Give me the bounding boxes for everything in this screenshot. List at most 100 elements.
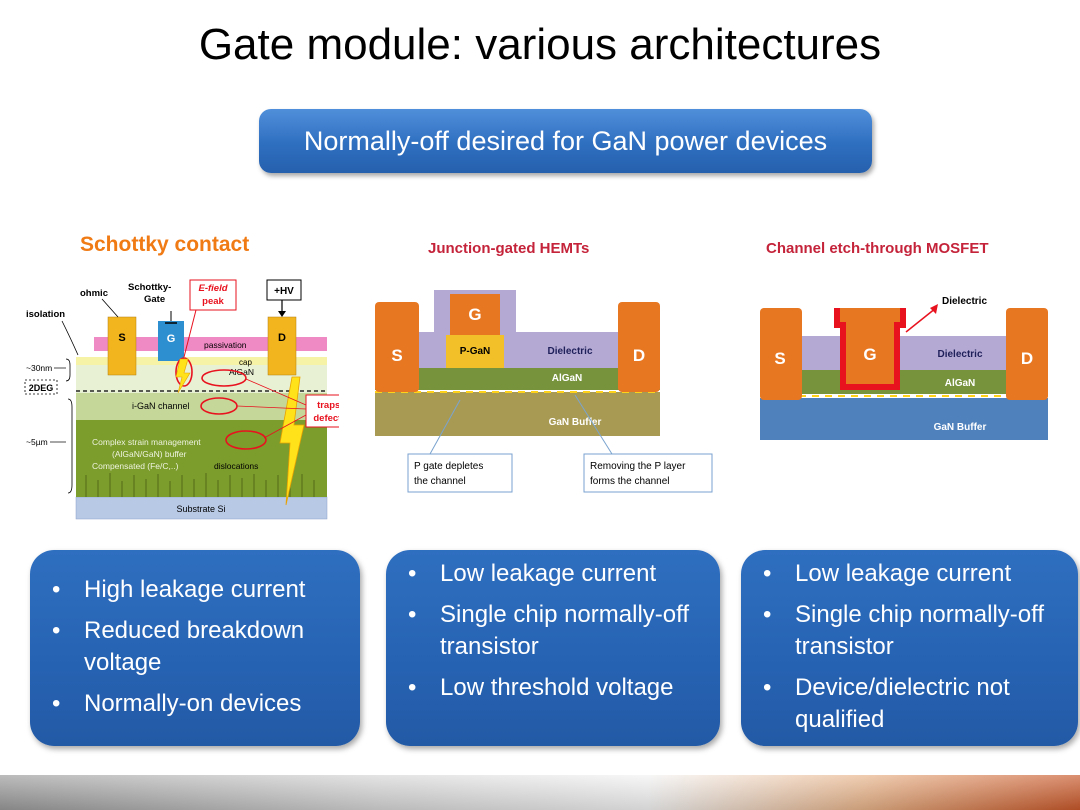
efield-peak-box	[189, 279, 237, 311]
jh-note-1-box	[407, 453, 513, 493]
bullet-marker: •	[763, 560, 772, 587]
trap-ellipse-3	[225, 430, 267, 450]
jh-note-2-line-1: Removing the P layer	[590, 461, 686, 472]
efield-label-2: peak	[202, 296, 224, 307]
bullet-marker: •	[52, 690, 61, 717]
ce-source-contact	[760, 308, 802, 400]
drain-label: D	[278, 332, 286, 344]
channel-etch-mosfet-diagram: GaN Buffer AlGaN Dielectric G S D Dielec…	[760, 290, 1060, 450]
normally-off-banner: Normally-off desired for GaN power devic…	[259, 109, 872, 173]
jh-pgan-label: P-GaN	[460, 346, 491, 357]
traps-label-2: defects	[313, 413, 339, 424]
strain-label-3: Compensated (Fe/C,..)	[92, 461, 179, 471]
ce-dielectric-layer	[800, 336, 1015, 370]
jh-dielectric-label: Dielectric	[547, 346, 592, 357]
bullet-item: •Low leakage current	[763, 558, 1069, 590]
bullet-marker: •	[408, 601, 417, 628]
hv-label: +HV	[274, 286, 294, 297]
bullet-marker: •	[408, 674, 417, 701]
dislocations-label: dislocations	[214, 461, 258, 471]
2deg-box	[24, 379, 58, 395]
ce-algan-label: AlGaN	[945, 378, 976, 389]
ce-source-label: S	[774, 349, 785, 368]
bullet-item: •Low threshold voltage	[408, 672, 712, 704]
jh-note-2-line-2: forms the channel	[590, 476, 670, 487]
bullet-marker: •	[52, 576, 61, 603]
jh-buffer-layer	[375, 392, 660, 436]
schottky-contact-diagram: Substrate Si Complex strain management (…	[24, 275, 339, 525]
traps-box	[305, 394, 339, 428]
ce-dielectric-label: Dielectric	[937, 349, 982, 360]
jh-gate-label: G	[468, 305, 481, 324]
strain-label-2: (AlGaN/GaN) buffer	[112, 449, 187, 459]
bullet-item: •Low leakage current	[408, 558, 712, 590]
schottky-bullet-list: •High leakage current •Reduced breakdown…	[52, 574, 352, 729]
junction-bullet-list: •Low leakage current •Single chip normal…	[408, 558, 712, 713]
bullet-marker: •	[763, 674, 772, 701]
gate-contact	[158, 321, 184, 361]
isolation-label: isolation	[26, 309, 65, 320]
bullet-item: •Reduced breakdown voltage	[52, 617, 305, 676]
ce-buffer-layer	[760, 398, 1048, 440]
ce-buffer-label: GaN Buffer	[934, 422, 987, 433]
cap-label: cap	[239, 358, 252, 367]
bullet-item: •Single chip normally-off transistor	[763, 601, 1045, 660]
trap-ellipse-4	[175, 357, 193, 387]
channel-bullet-list: •Low leakage current •Single chip normal…	[763, 558, 1069, 745]
schottky-contact-title: Schottky contact	[80, 233, 250, 256]
efield-label-1: E-field	[198, 283, 227, 294]
channel-etch-mosfet-title: Channel etch-through MOSFET	[766, 240, 989, 257]
ce-algan-layer	[760, 370, 1048, 394]
ce-gate-label: G	[863, 345, 876, 364]
bullet-item: •High leakage current	[52, 574, 352, 606]
jh-algan-layer	[375, 368, 660, 390]
2deg-label: 2DEG	[29, 383, 54, 393]
jh-source-contact	[375, 302, 419, 392]
channel-summary-box: •Low leakage current •Single chip normal…	[741, 550, 1078, 746]
jh-drain-label: D	[633, 346, 645, 365]
jh-gate-contact	[450, 294, 500, 335]
igan-label: i-GaN channel	[132, 401, 190, 411]
bullet-item: •Normally-on devices	[52, 688, 352, 720]
jh-note-1-line-1: P gate depletes	[414, 461, 483, 472]
schottky-summary-box: •High leakage current •Reduced breakdown…	[30, 550, 360, 746]
trap-ellipse-1	[201, 369, 247, 387]
schottky-gate-label-2: Gate	[144, 294, 165, 305]
bullet-marker: •	[52, 617, 61, 644]
bullet-item: •Device/dielectric not qualified	[763, 674, 1010, 733]
footer-decorative-bar	[0, 775, 1080, 810]
jh-algan-label: AlGaN	[552, 373, 583, 384]
bullet-marker: •	[763, 601, 772, 628]
jh-drain-contact	[618, 302, 660, 392]
junction-gated-hemt-title: Junction-gated HEMTs	[428, 240, 590, 257]
jh-buffer-label: GaN Buffer	[549, 417, 602, 428]
cap-layer	[76, 357, 327, 365]
jh-source-label: S	[391, 346, 402, 365]
substrate-label: Substrate Si	[176, 504, 225, 514]
bullet-marker: •	[408, 560, 417, 587]
jh-note-1-line-2: the channel	[414, 476, 466, 487]
traps-label-1: traps/	[317, 400, 339, 411]
junction-gated-hemt-diagram: GaN Buffer AlGaN Dielectric P-GaN G S D …	[370, 280, 720, 500]
5um-label: ~5µm	[26, 437, 48, 447]
source-contact	[107, 316, 137, 376]
ce-gate-contact	[840, 308, 900, 384]
gate-leak-bolt-icon	[175, 358, 191, 394]
gate-label: G	[167, 333, 176, 345]
strain-label-1: Complex strain management	[92, 437, 201, 447]
source-label: S	[118, 332, 125, 344]
slide-title: Gate module: various architectures	[198, 20, 882, 69]
ohmic-label: ohmic	[80, 288, 108, 299]
breakdown-bolt-icon	[279, 376, 305, 506]
jh-pgan-layer	[446, 335, 504, 368]
jh-note-2-box	[583, 453, 713, 493]
drain-contact	[267, 316, 297, 376]
bullet-item: •Single chip normally-off transistor	[408, 601, 690, 660]
ce-drain-contact	[1006, 308, 1048, 400]
junction-summary-box: •Low leakage current •Single chip normal…	[386, 550, 720, 746]
ce-drain-label: D	[1021, 349, 1033, 368]
hv-box	[266, 279, 302, 301]
schottky-gate-label-1: Schottky-	[128, 282, 171, 293]
algan-label: AlGaN	[229, 367, 254, 377]
passivation-label: passivation	[204, 340, 247, 350]
